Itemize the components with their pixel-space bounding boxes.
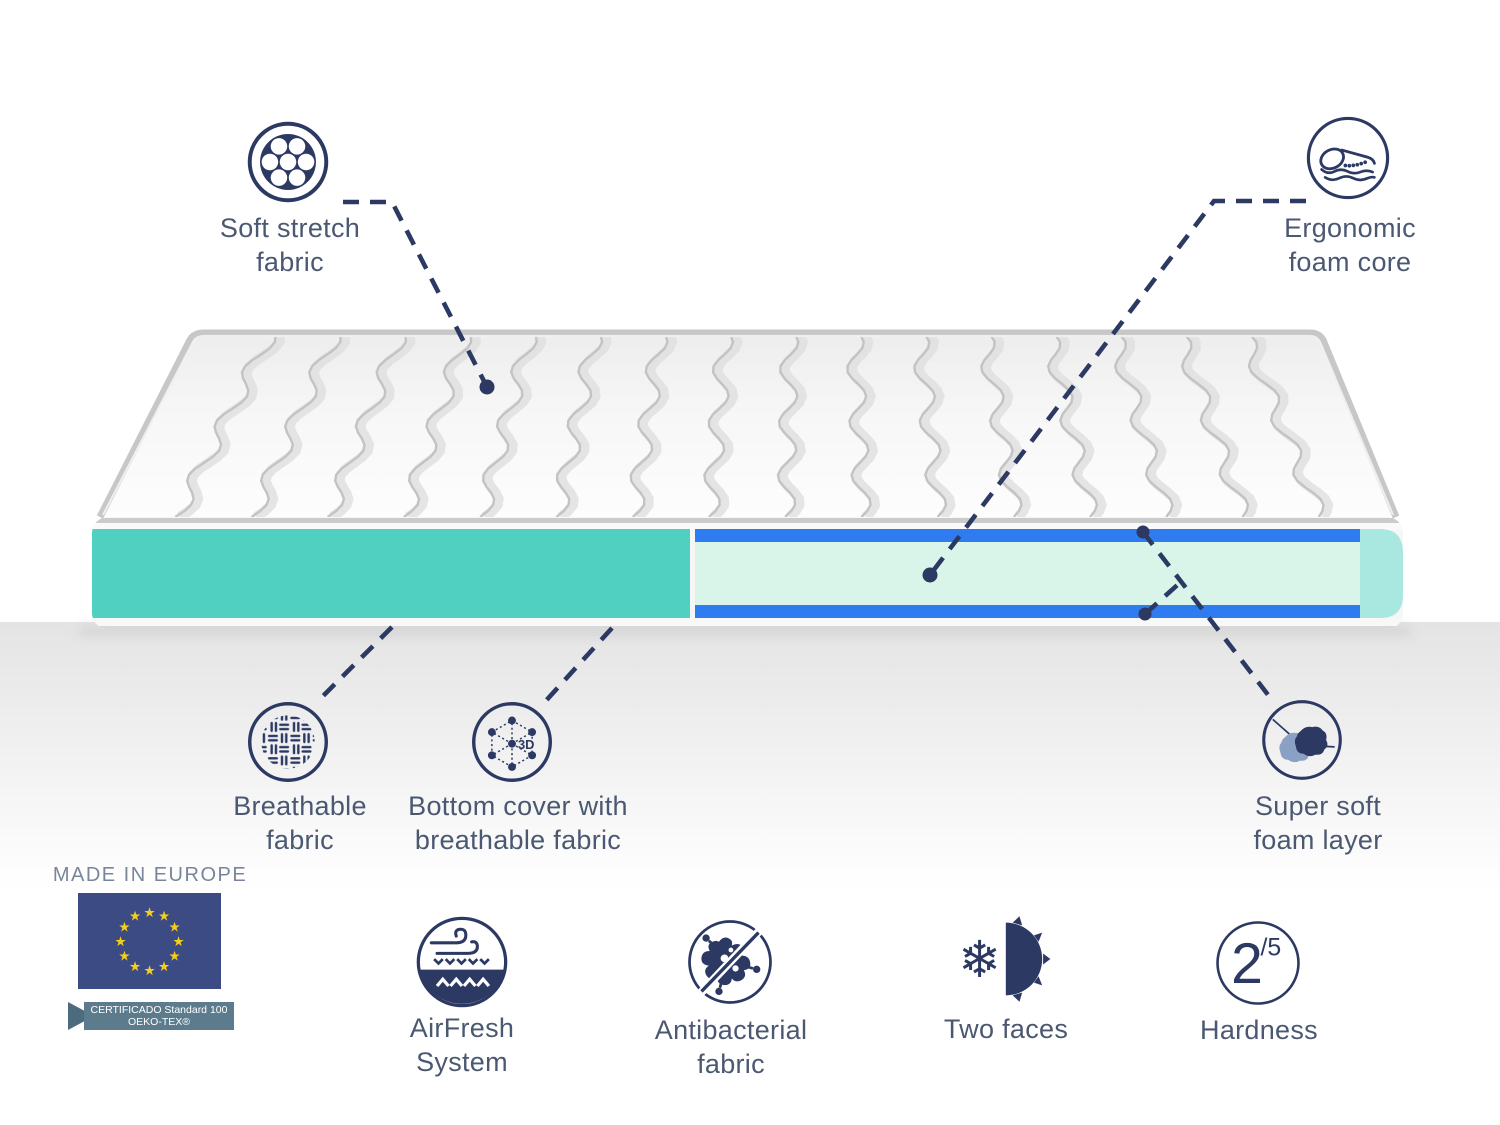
sleeper-icon <box>1306 116 1390 200</box>
label-super-soft: Super soft foam layer <box>1253 791 1383 855</box>
oeko-tex-ribbon: CERTIFICADO Standard 100 OEKO-TEX® <box>68 1002 234 1030</box>
svg-text:★: ★ <box>118 919 130 935</box>
svg-text:★: ★ <box>129 959 141 975</box>
connector-super-soft-top <box>1141 530 1274 702</box>
hand-press-icon <box>1262 700 1342 780</box>
fabric-pores-icon <box>247 121 329 203</box>
foam-core-layer <box>695 542 1363 605</box>
connector-super-soft-bottom <box>1143 578 1185 616</box>
mattress-contact-shadow <box>80 626 1410 636</box>
mattress-shadow <box>0 622 1500 890</box>
callout-connectors <box>315 198 1306 706</box>
mattress-front-side <box>92 517 1403 629</box>
sun-rays <box>1012 916 1051 1002</box>
binding-highlight <box>102 334 1395 516</box>
cert-line1: CERTIFICADO Standard 100 <box>90 1004 228 1016</box>
snowflake-sun-icon: ❄ <box>958 916 1051 1002</box>
weave-icon <box>248 702 328 782</box>
water-fill <box>419 969 505 1004</box>
no-bacteria-icon <box>688 920 772 1004</box>
bottom-piping <box>92 618 1403 626</box>
eu-flag: ★★★★★★★★★★★★ <box>78 893 221 989</box>
quilt-pattern <box>174 333 1334 517</box>
made-in-europe-title: MADE IN EUROPE <box>52 864 248 886</box>
mattress-top-surface <box>96 329 1400 519</box>
svg-text:★: ★ <box>114 934 126 950</box>
svg-text:★: ★ <box>172 934 184 950</box>
label-bottom-cover: Bottom cover with breathable fabric <box>408 791 628 855</box>
connector-dot-ergonomic <box>922 567 938 583</box>
hand-shape <box>1294 726 1328 757</box>
label-soft-stretch: Soft stretch fabric <box>219 213 361 277</box>
hardness-value: 2 <box>1231 932 1263 996</box>
svg-text:★: ★ <box>129 909 141 925</box>
svg-text:★: ★ <box>143 905 155 921</box>
label-two-faces: Two faces <box>943 1014 1069 1044</box>
right-end-cap <box>1360 529 1403 618</box>
label-airfresh: AirFresh System <box>409 1013 515 1077</box>
foam-top-layer <box>695 529 1363 542</box>
svg-text:★: ★ <box>143 963 155 979</box>
connector-breathable <box>315 625 394 704</box>
label-breathable: Breathable fabric <box>233 791 367 855</box>
svg-text:★: ★ <box>158 909 170 925</box>
3d-mesh-icon: 3D <box>472 702 552 782</box>
svg-text:★: ★ <box>118 948 130 964</box>
3d-text: 3D <box>518 737 534 752</box>
connector-dot-bottom-layer <box>1138 607 1152 621</box>
hardness-scale: /5 <box>1261 935 1282 962</box>
fabric-cover-band <box>92 529 690 618</box>
connector-ergonomic <box>928 198 1306 577</box>
connector-bottom-cover <box>541 626 614 706</box>
connector-dot-top-layer <box>1136 525 1150 539</box>
svg-text:★: ★ <box>169 948 181 964</box>
label-hardness: Hardness <box>1200 1015 1318 1045</box>
eu-stars: ★★★★★★★★★★★★ <box>114 905 184 979</box>
sun-half <box>1005 922 1043 996</box>
svg-text:★: ★ <box>169 919 181 935</box>
foam-bottom-layer <box>695 605 1363 618</box>
connector-dot-soft-stretch <box>479 379 495 395</box>
label-antibacterial: Antibacterial fabric <box>654 1015 808 1079</box>
snowflake-glyph: ❄ <box>958 931 1001 990</box>
hardness-scale-icon: 2 /5 <box>1216 921 1300 1005</box>
top-binding-tape <box>96 329 1400 519</box>
top-piping-cord <box>92 518 1403 523</box>
svg-text:★: ★ <box>158 959 170 975</box>
airflow-icon <box>416 916 508 1008</box>
label-ergonomic: Ergonomic foam core <box>1284 213 1416 277</box>
cert-line2: OEKO-TEX® <box>128 1016 190 1028</box>
